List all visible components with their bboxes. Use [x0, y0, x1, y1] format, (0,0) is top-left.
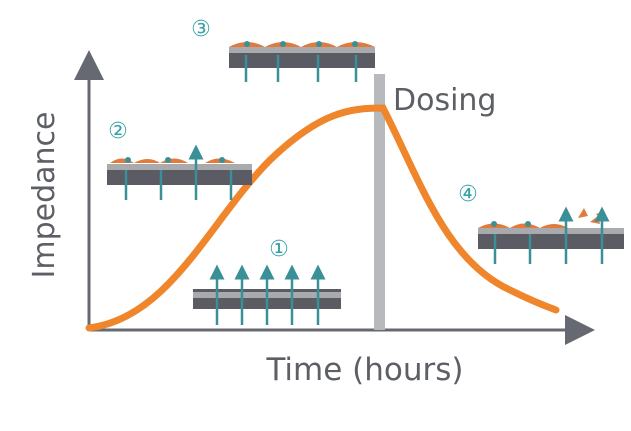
- dosing-label: Dosing: [393, 83, 496, 118]
- stage-4-illustration: [478, 206, 624, 264]
- stage-3-illustration: [229, 41, 375, 82]
- dosing-bar: [374, 74, 385, 330]
- x-axis-label: Time (hours): [265, 352, 463, 388]
- stage-1-illustration: [193, 264, 341, 325]
- stage-2-marker: ②: [108, 119, 128, 144]
- stage-4-marker: ④: [458, 182, 478, 207]
- stage-2-illustration: [107, 144, 252, 200]
- impedance-curve: [85, 104, 560, 332]
- stage-3-marker: ③: [191, 17, 211, 42]
- stage-1-marker: ①: [269, 237, 289, 262]
- y-axis-label: Impedance: [27, 112, 62, 279]
